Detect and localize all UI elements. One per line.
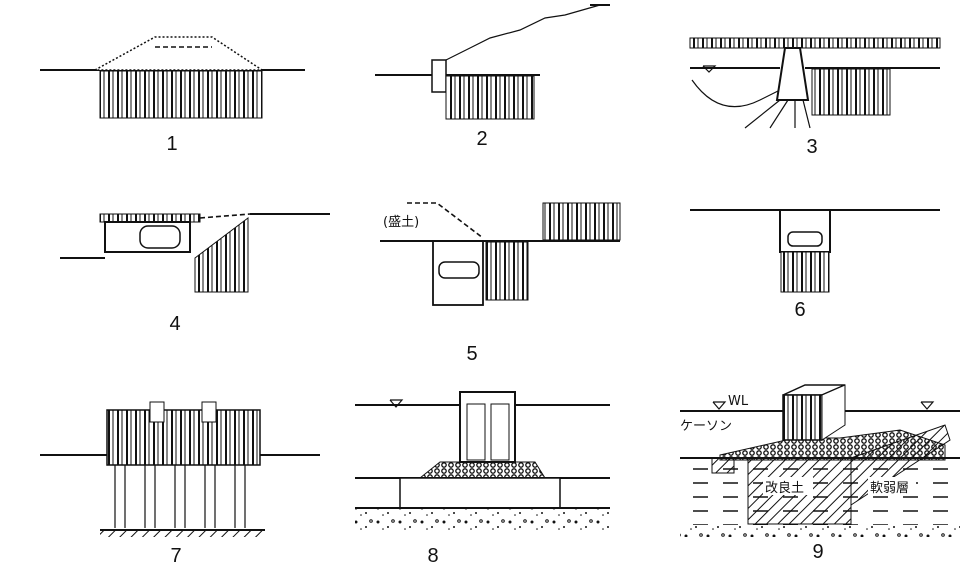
rubble-mound	[418, 461, 546, 479]
improved-ground	[399, 477, 561, 509]
pile-group	[99, 70, 263, 119]
panel-1-embankment: 1	[40, 36, 305, 155]
panel-3-bridge-abutment: 3	[689, 37, 941, 158]
caisson-label: ケーソン	[680, 419, 732, 434]
river-bank	[691, 79, 781, 108]
water-level-label: WL	[728, 394, 749, 409]
panel-label: 1	[166, 133, 177, 155]
caisson	[459, 391, 516, 463]
embankment	[94, 36, 265, 71]
retaining-wall	[431, 59, 447, 93]
water-level-icon	[712, 401, 727, 410]
gravel-layer	[355, 509, 610, 531]
gravel-layer	[680, 525, 960, 537]
panel-label: 2	[476, 128, 487, 150]
caisson-row	[106, 409, 261, 466]
caisson	[782, 394, 823, 441]
box-culvert	[432, 240, 484, 306]
panel-6-cut-tunnel: 6	[690, 209, 940, 321]
panel-label: 9	[812, 541, 823, 563]
panel-8-caisson-breakwater: 8	[355, 391, 610, 567]
panel-9-improved-soil: WL ケーソン 改良土 軟弱層 9	[680, 384, 960, 563]
slope-line	[445, 4, 601, 61]
pile-group	[194, 216, 249, 293]
panel-label: 6	[794, 299, 805, 321]
panel-4-underpass: 4	[60, 213, 330, 335]
pile-group	[811, 68, 891, 116]
panel-label: 8	[427, 545, 438, 567]
panel-label: 3	[806, 136, 817, 158]
improved-soil-label: 改良土	[765, 480, 804, 496]
pile-group	[485, 241, 529, 301]
water-level-icon	[389, 399, 404, 408]
panel-7-caisson-piles: 7	[40, 401, 320, 567]
building	[542, 202, 621, 241]
pile-group	[780, 251, 830, 293]
soft-layer-label: 軟弱層	[870, 480, 909, 496]
fill-outline	[407, 202, 484, 239]
panel-5-embankment-culvert: (盛土) 5	[380, 202, 621, 365]
panel-label: 4	[169, 313, 180, 335]
panel-label: 7	[170, 545, 181, 567]
abutment	[775, 47, 810, 101]
pile-group	[445, 75, 535, 120]
water-level-icon	[702, 65, 717, 73]
panel-label: 5	[466, 343, 477, 365]
bridge-deck	[689, 37, 941, 49]
fill-annotation: (盛土)	[383, 215, 419, 230]
panel-2-slope: 2	[375, 4, 610, 150]
